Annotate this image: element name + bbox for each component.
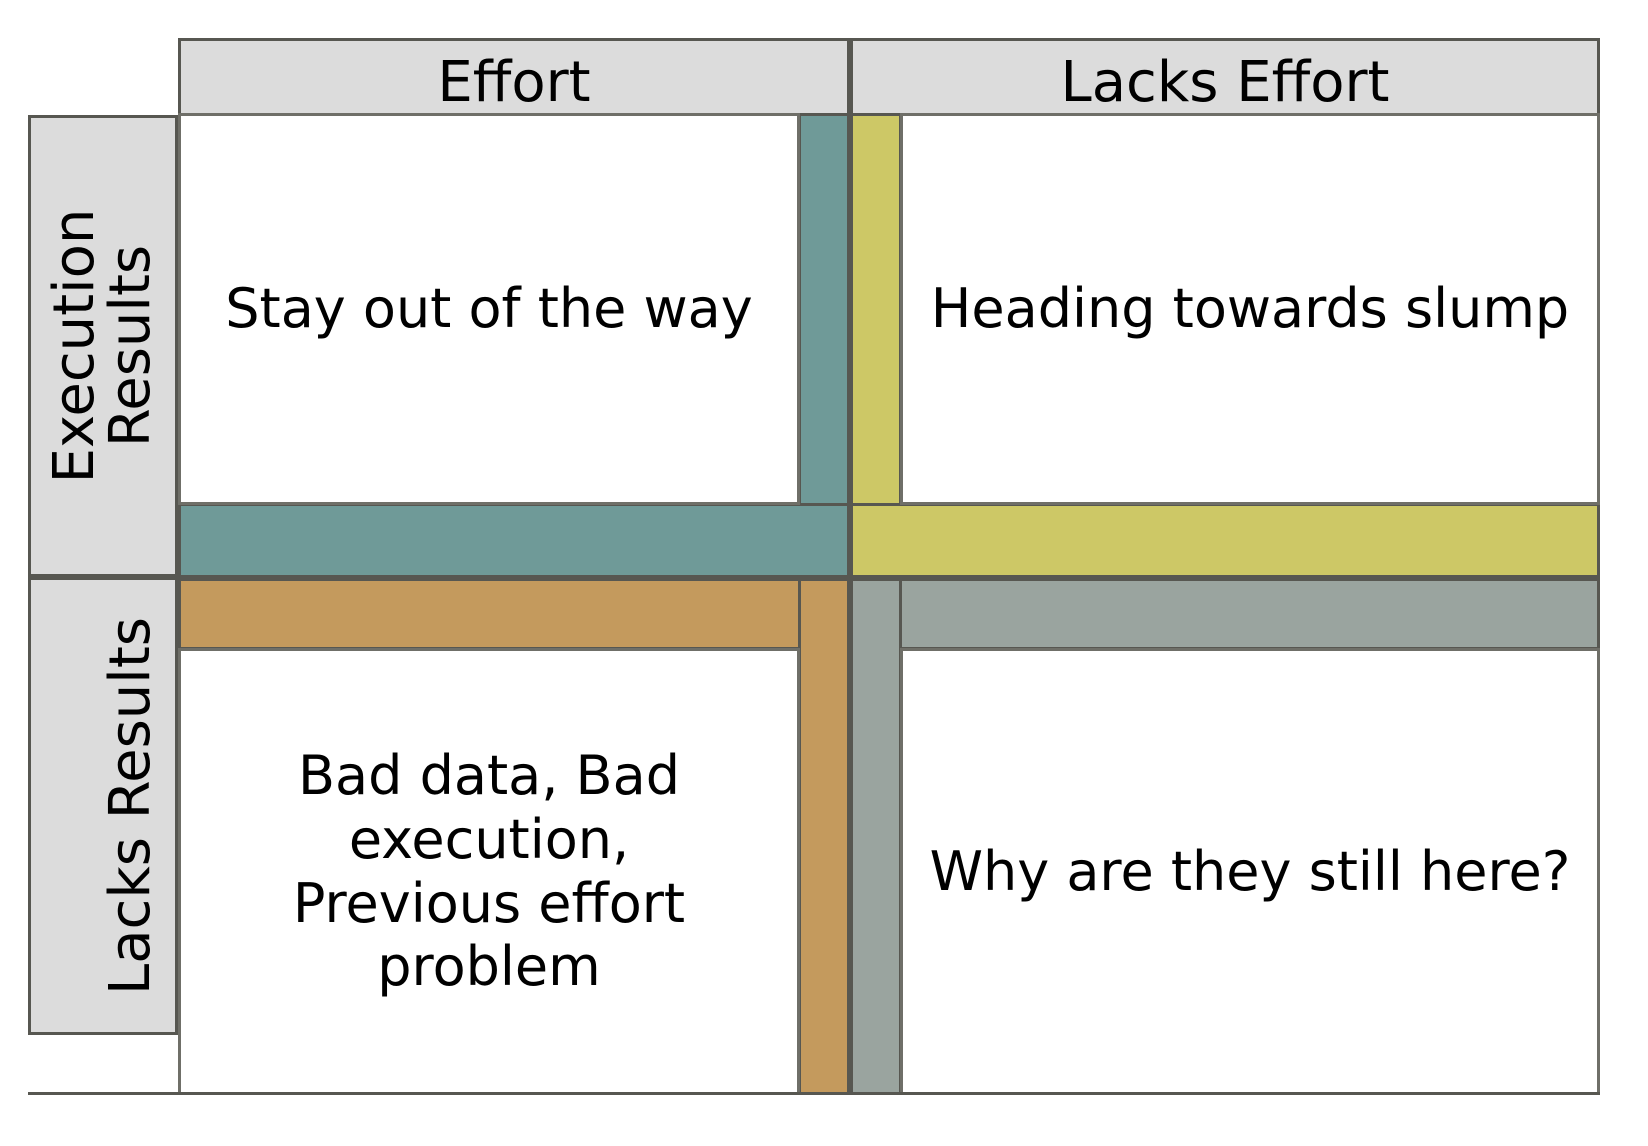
row-header-execution-results: Execution Results [28, 115, 178, 577]
row-header-execution-results-label: Execution Results [42, 208, 163, 484]
quadrant-bad-data-bad-execution-label: Bad data, Bad execution, Previous effort… [292, 744, 686, 999]
quadrant-stay-out-of-the-way-label: Stay out of the way [225, 277, 753, 341]
accent-bar-yellow-horizontal [850, 503, 1600, 578]
column-header-effort-label: Effort [437, 49, 591, 115]
accent-bar-tan-vertical [798, 578, 850, 1095]
quadrant-stay-out-of-the-way[interactable]: Stay out of the way [178, 113, 800, 505]
row-header-lacks-results: Lacks Results [28, 577, 178, 1035]
quadrant-heading-towards-slump[interactable]: Heading towards slump [900, 113, 1600, 505]
row-header-lacks-results-label: Lacks Results [98, 617, 163, 995]
quadrant-heading-towards-slump-label: Heading towards slump [930, 277, 1570, 341]
accent-bar-teal-vertical [798, 113, 850, 578]
quadrant-bad-data-bad-execution[interactable]: Bad data, Bad execution, Previous effort… [178, 648, 800, 1095]
accent-bar-teal-horizontal [178, 503, 850, 578]
column-header-lacks-effort-label: Lacks Effort [1060, 49, 1390, 115]
accent-bar-gray-vertical [850, 578, 902, 1095]
accent-bar-gray-horizontal [850, 578, 1600, 650]
quadrant-why-are-they-still-here[interactable]: Why are they still here? [900, 648, 1600, 1095]
quadrant-why-are-they-still-here-label: Why are they still here? [929, 839, 1571, 903]
accent-bar-tan-horizontal [178, 578, 850, 650]
diagram-bottom-rule [28, 1092, 1600, 1095]
